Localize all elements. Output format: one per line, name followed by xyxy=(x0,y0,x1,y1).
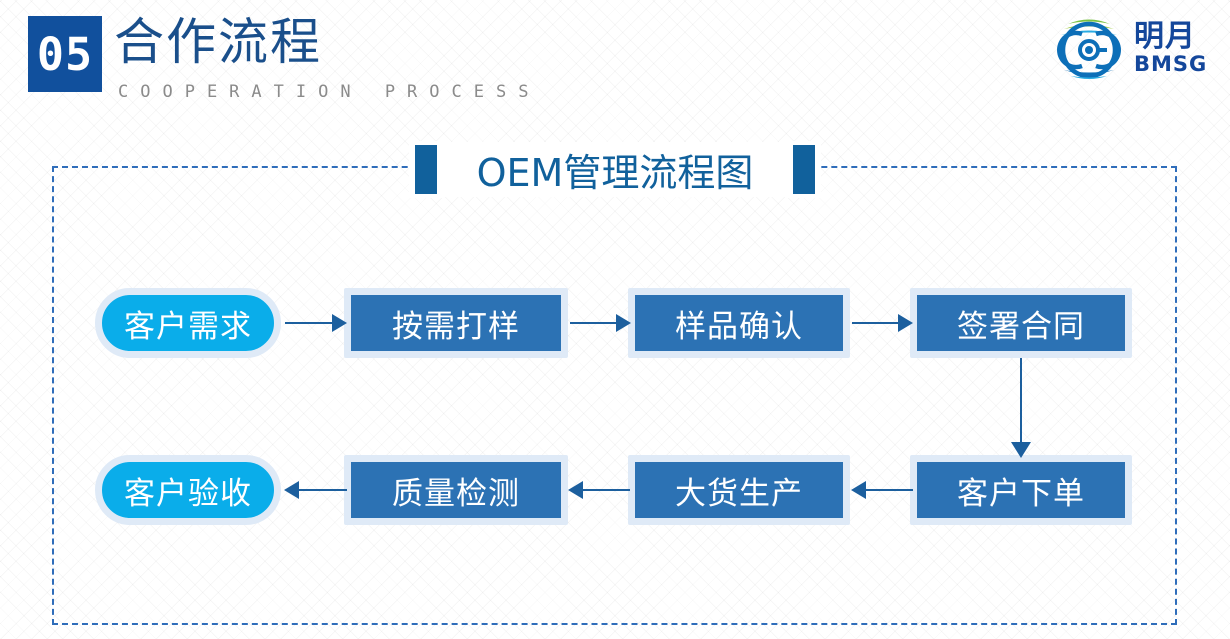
brand-logo-text: 明月 BMSG xyxy=(1134,18,1208,76)
connector-shaft xyxy=(852,321,898,325)
flow-node-label: 客户需求 xyxy=(124,308,252,345)
flow-node-label: 按需打样 xyxy=(392,308,520,345)
flow-node-label: 客户下单 xyxy=(957,475,1085,512)
brand-logo: 明月 BMSG xyxy=(1050,10,1218,86)
flow-node-label: 大货生产 xyxy=(675,475,803,512)
connector-shaft xyxy=(299,488,347,492)
connector-shaft xyxy=(285,321,332,325)
connector-quality-inspection-to-customer-acceptance xyxy=(284,481,347,499)
slide-header: 05 合作流程 COOPERATION PROCESS xyxy=(0,0,1230,120)
flow-node-bulk-production[interactable]: 大货生产 xyxy=(628,455,850,525)
connector-sample-confirmation-to-sign-contract xyxy=(852,314,913,332)
flow-node-sign-contract[interactable]: 签署合同 xyxy=(910,288,1132,358)
flow-node-customer-acceptance[interactable]: 客户验收 xyxy=(95,455,281,525)
connector-shaft xyxy=(583,488,630,492)
flow-node-sampling-on-demand[interactable]: 按需打样 xyxy=(344,288,568,358)
connector-shaft xyxy=(570,321,616,325)
brand-name-cn: 明月 xyxy=(1134,18,1196,54)
connector-sampling-to-sample-confirmation xyxy=(570,314,631,332)
arrow-head-right-icon xyxy=(332,314,347,332)
flow-node-sample-confirmation[interactable]: 样品确认 xyxy=(628,288,850,358)
arrow-head-down-icon xyxy=(1011,442,1031,458)
connector-customer-order-to-bulk-production xyxy=(851,481,913,499)
page-title: 合作流程 xyxy=(114,14,322,70)
section-number: 05 xyxy=(36,27,94,81)
page-subtitle: COOPERATION PROCESS xyxy=(118,82,541,102)
flow-node-quality-inspection[interactable]: 质量检测 xyxy=(344,455,568,525)
connector-shaft xyxy=(866,488,913,492)
arrow-head-left-icon xyxy=(284,481,299,499)
flow-node-label: 客户验收 xyxy=(124,475,252,512)
arrow-head-right-icon xyxy=(898,314,913,332)
flow-panel xyxy=(52,166,1177,625)
brand-name-en: BMSG xyxy=(1134,51,1208,76)
mingyue-globe-emblem-icon xyxy=(1057,19,1121,79)
section-number-badge: 05 xyxy=(28,16,102,92)
flow-node-label: 样品确认 xyxy=(675,308,803,345)
connector-shaft xyxy=(1019,358,1023,442)
flow-node-customer-order[interactable]: 客户下单 xyxy=(910,455,1132,525)
arrow-head-right-icon xyxy=(616,314,631,332)
arrow-head-left-icon xyxy=(851,481,866,499)
connector-sign-contract-to-customer-order xyxy=(1011,358,1031,458)
connector-bulk-production-to-quality-inspection xyxy=(568,481,630,499)
arrow-head-left-icon xyxy=(568,481,583,499)
connector-requirement-to-sampling xyxy=(285,314,347,332)
flow-node-customer-requirement[interactable]: 客户需求 xyxy=(95,288,281,358)
flow-node-label: 质量检测 xyxy=(392,475,520,512)
flow-node-label: 签署合同 xyxy=(957,308,1085,345)
